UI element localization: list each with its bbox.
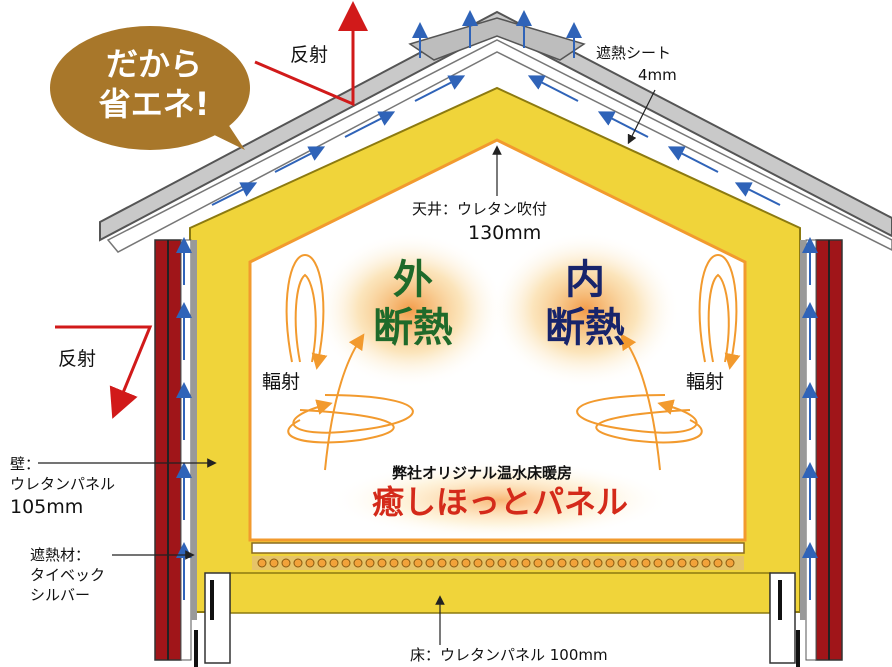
reflect-left-label: 反射 xyxy=(58,348,97,370)
heating-pipe-dot xyxy=(581,558,591,568)
heating-pipe-dot xyxy=(509,558,519,568)
reflect-top-label: 反射 xyxy=(290,44,329,66)
roof xyxy=(99,10,892,253)
heating-pipe-dot xyxy=(701,558,711,568)
heat-mat-line-1: タイベック xyxy=(30,566,106,584)
heating-pipe-dot xyxy=(269,558,279,568)
heating-pipe-dot xyxy=(605,558,615,568)
heating-pipe-dot xyxy=(305,558,315,568)
air-flow-arrows xyxy=(176,10,818,600)
heating-pipe-dot xyxy=(569,558,579,568)
sheet-thickness: 4mm xyxy=(638,66,677,84)
radiant-arrows xyxy=(285,253,741,471)
bubble-line-2: 省エネ! xyxy=(98,85,210,123)
heating-pipe-dot xyxy=(329,558,339,568)
wall-label: ウレタンパネル xyxy=(10,475,116,493)
heating-pipe-dot xyxy=(617,558,627,568)
heating-pipe-dot xyxy=(689,558,699,568)
heating-pipe-dot xyxy=(653,558,663,568)
radiant-left-label: 輻射 xyxy=(262,371,301,393)
heating-pipe-dot xyxy=(401,558,411,568)
radiant-right-label: 輻射 xyxy=(686,371,725,393)
heating-pipe-dot xyxy=(257,558,267,568)
speech-bubble xyxy=(50,26,250,150)
panel-glow xyxy=(330,460,670,540)
heat-mat-title: 遮熱材： xyxy=(30,546,91,564)
ceiling-thickness: 130mm xyxy=(468,222,542,244)
heat-mat-line-2: シルバー xyxy=(30,586,91,604)
heating-pipe-dot xyxy=(593,558,603,568)
heating-pipe-dot xyxy=(485,558,495,568)
inner-line-1: 内 xyxy=(565,257,605,303)
outer-line-2: 断熱 xyxy=(373,305,453,351)
sheet-label: 遮熱シート xyxy=(596,44,672,62)
heating-pipe-dot xyxy=(677,558,687,568)
outer-insulation-title: 外 断熱 xyxy=(358,256,468,352)
heating-pipe-dot xyxy=(341,558,351,568)
heating-pipe-dot xyxy=(425,558,435,568)
panel-subtitle: 弊社オリジナル温水床暖房 xyxy=(392,464,573,482)
heating-pipe-dot xyxy=(545,558,555,568)
reflection-arrows xyxy=(55,1,368,419)
floor xyxy=(194,542,800,667)
heating-pipe-dot xyxy=(281,558,291,568)
ceiling-label: 天井：ウレタン吹付 xyxy=(412,200,548,218)
heating-pipe-dot xyxy=(533,558,543,568)
walls xyxy=(154,239,843,661)
heating-pipe-dot xyxy=(713,558,723,568)
wall-thickness: 105mm xyxy=(10,496,84,518)
outer-line-1: 外 xyxy=(393,257,433,303)
heating-pipe-dot xyxy=(317,558,327,568)
heating-pipe-dot xyxy=(557,558,567,568)
heating-pipe-dot xyxy=(449,558,459,568)
heating-pipe-dot xyxy=(353,558,363,568)
heating-pipe-dot xyxy=(437,558,447,568)
leader-lines xyxy=(38,89,656,645)
heating-pipe-dot xyxy=(473,558,483,568)
wall-title: 壁： xyxy=(10,455,41,473)
heating-pipe-dot xyxy=(461,558,471,568)
inner-insulation-title: 内 断熱 xyxy=(530,256,640,352)
heating-pipe-dot xyxy=(665,558,675,568)
heating-pipe-dot xyxy=(521,558,531,568)
heating-pipe-dot xyxy=(629,558,639,568)
heating-pipe-dot xyxy=(377,558,387,568)
heating-pipe-dot xyxy=(389,558,399,568)
inner-line-2: 断熱 xyxy=(545,305,625,351)
bubble-line-1: だから xyxy=(105,45,202,83)
heating-pipe-dot xyxy=(725,558,735,568)
speech-bubble-text: だから 省エネ! xyxy=(56,26,252,154)
panel-name: 癒しほっとパネル xyxy=(371,483,628,521)
floor-label: 床：ウレタンパネル 100mm xyxy=(410,646,608,664)
heating-pipe-dot xyxy=(641,558,651,568)
heating-pipe-dot xyxy=(497,558,507,568)
heating-pipe-dot xyxy=(293,558,303,568)
heating-pipe-dot xyxy=(365,558,375,568)
heating-pipe-dot xyxy=(413,558,423,568)
